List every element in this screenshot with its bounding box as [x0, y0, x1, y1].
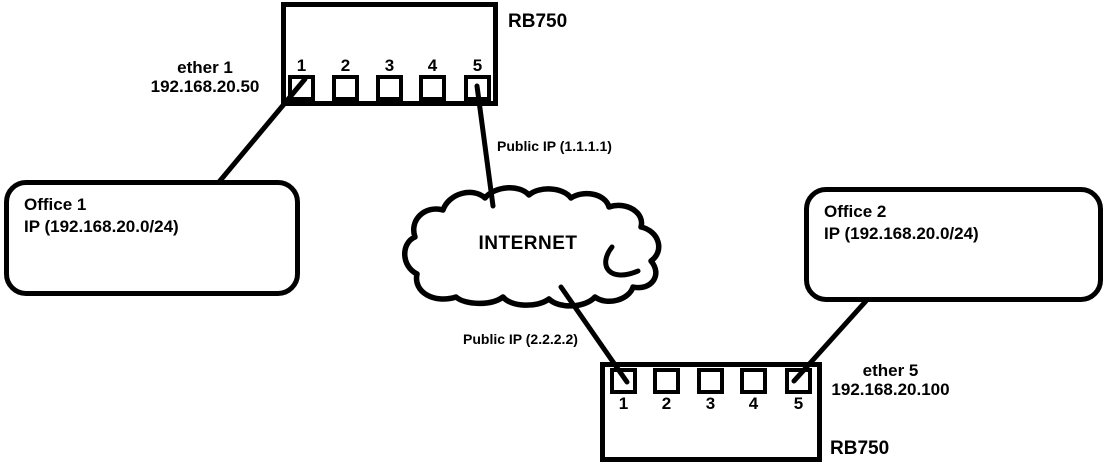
- interface-name: ether 5: [862, 361, 919, 380]
- port-number: 2: [340, 56, 351, 75]
- router-top-port-slot-5: 5: [464, 56, 491, 101]
- interface-name: ether 1: [177, 58, 233, 77]
- ethernet-jack-icon: [332, 75, 359, 101]
- router-top-interface-label: ether 1 192.168.20.50: [138, 58, 272, 96]
- ethernet-jack-icon: [288, 75, 315, 101]
- ethernet-jack-icon: [697, 368, 724, 394]
- office-1-subnet: IP (192.168.20.0/24): [24, 217, 179, 236]
- router-top-port-slot-3: 3: [376, 56, 403, 101]
- router-bottom-rb750: 1 2 3 4 5: [600, 362, 822, 462]
- router-bottom-port-slot-4: 4: [740, 368, 767, 413]
- port-number: 1: [618, 394, 629, 413]
- router-bottom-model-label: RB750: [830, 438, 890, 459]
- router-top-port-slot-1: 1: [288, 56, 315, 101]
- ethernet-jack-icon: [785, 368, 812, 394]
- ethernet-jack-icon: [740, 368, 767, 394]
- office-1-title: Office 1: [24, 195, 87, 214]
- internet-label: INTERNET: [478, 233, 578, 254]
- interface-ip: 192.168.20.50: [150, 77, 260, 96]
- office-2-box: Office 2 IP (192.168.20.0/24): [804, 187, 1103, 302]
- router-bottom-port-slot-5: 5: [785, 368, 812, 413]
- router-top-port-slot-4: 4: [419, 56, 446, 101]
- router-top-port-slot-2: 2: [332, 56, 359, 101]
- port-number: 3: [384, 56, 395, 75]
- ethernet-jack-icon: [376, 75, 403, 101]
- port-number: 5: [793, 394, 804, 413]
- ethernet-jack-icon: [464, 75, 491, 101]
- port-number: 4: [427, 56, 438, 75]
- cloud-swirl-detail: [603, 244, 641, 278]
- router-bottom-port-slot-2: 2: [653, 368, 680, 413]
- router-bottom-port-slot-1: 1: [610, 368, 637, 413]
- router-bottom-port-slot-3: 3: [697, 368, 724, 413]
- wan1-public-ip-label: Public IP (1.1.1.1): [497, 138, 612, 154]
- router-top-model-label: RB750: [508, 11, 568, 32]
- wan2-public-ip-label: Public IP (2.2.2.2): [463, 331, 578, 347]
- ethernet-jack-icon: [419, 75, 446, 101]
- office-2-title: Office 2: [824, 202, 887, 221]
- interface-ip: 192.168.20.100: [831, 380, 950, 399]
- ethernet-jack-icon: [610, 368, 637, 394]
- port-number: 2: [661, 394, 672, 413]
- port-number: 3: [705, 394, 716, 413]
- port-number: 1: [296, 56, 307, 75]
- port-number: 5: [472, 56, 483, 75]
- router-bottom-interface-label: ether 5 192.168.20.100: [818, 361, 963, 399]
- office-1-box: Office 1 IP (192.168.20.0/24): [4, 180, 300, 296]
- ethernet-jack-icon: [653, 368, 680, 394]
- router-top-rb750: 1 2 3 4 5: [281, 2, 498, 106]
- port-number: 4: [748, 394, 759, 413]
- office-2-subnet: IP (192.168.20.0/24): [824, 224, 979, 243]
